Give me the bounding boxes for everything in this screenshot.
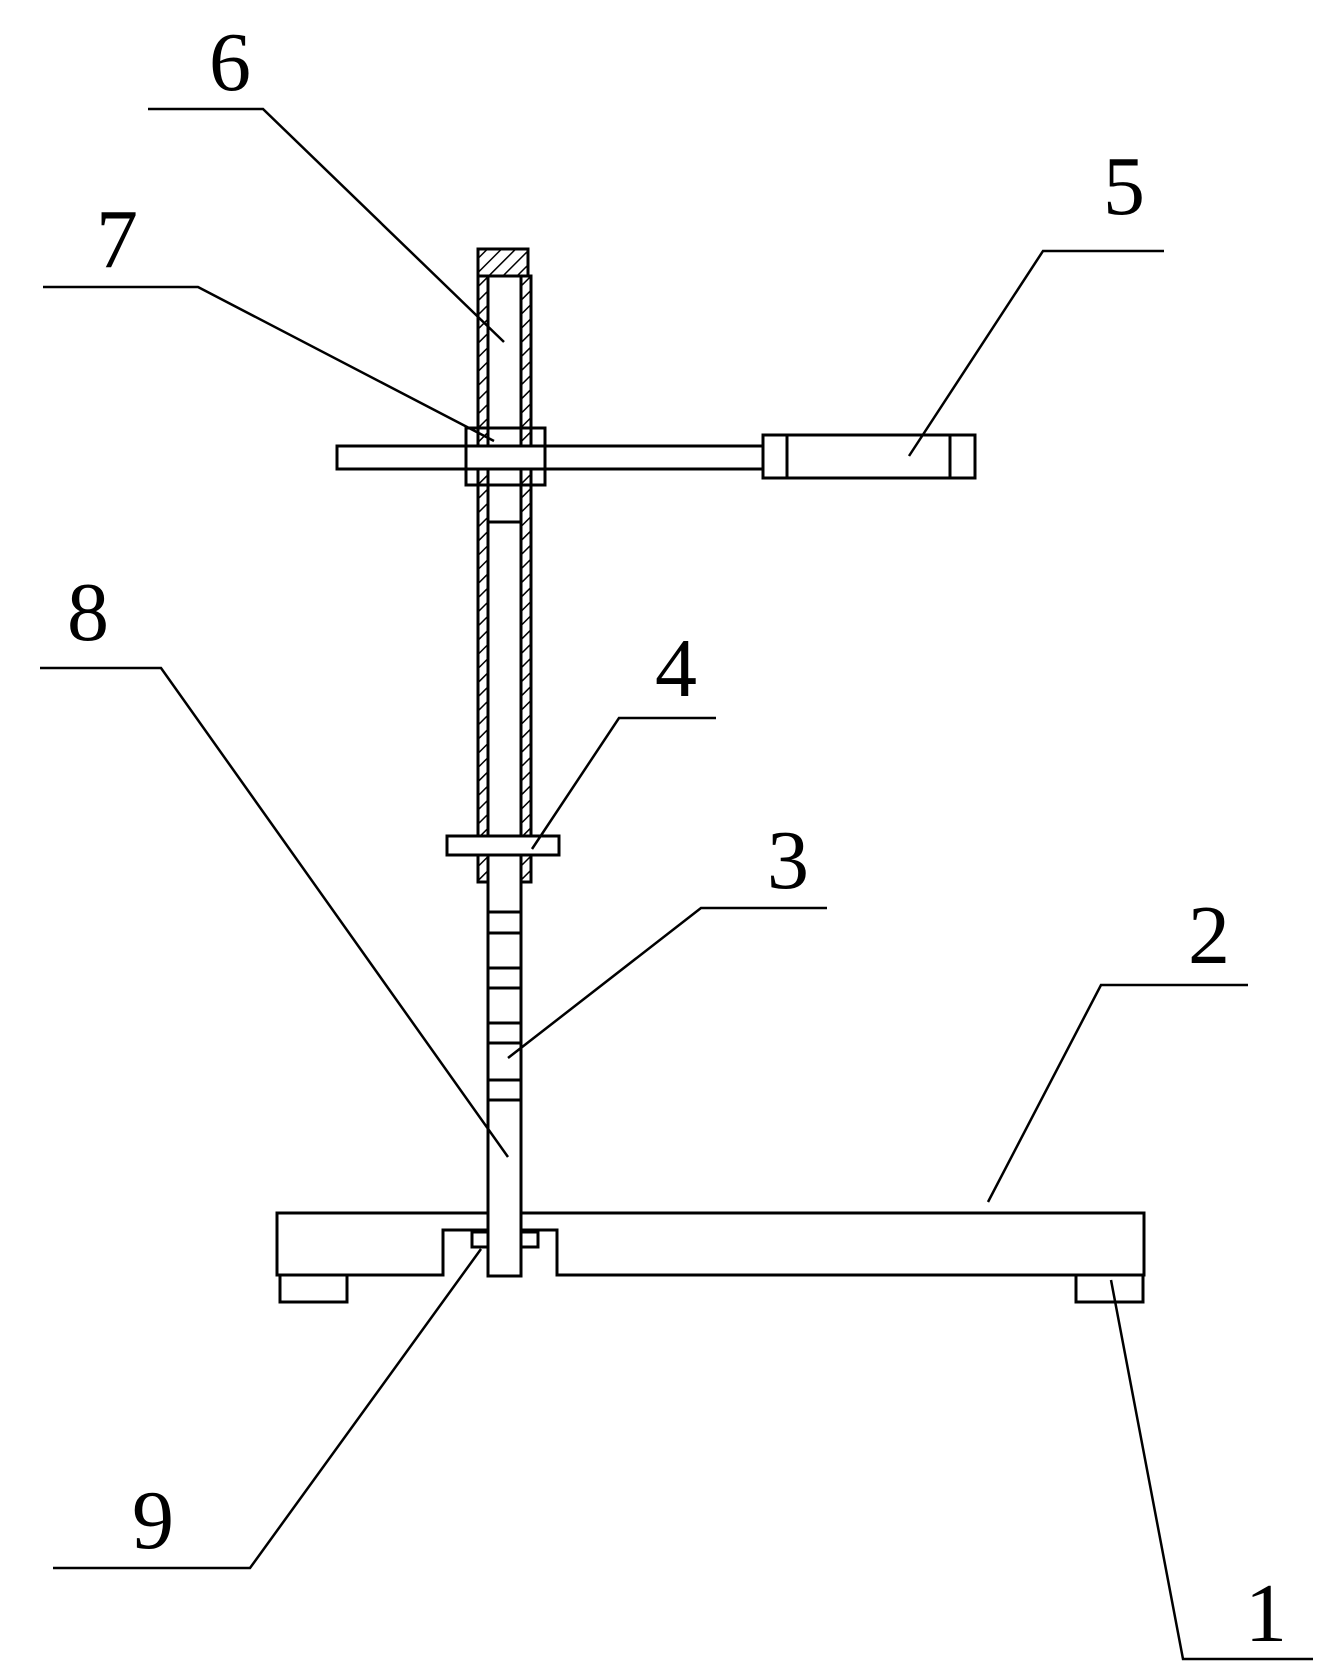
label-7: 7 [96, 193, 138, 286]
label-1: 1 [1245, 1567, 1287, 1660]
cylinder [761, 433, 977, 480]
inner-rod [486, 274, 523, 1278]
label-2: 2 [1188, 889, 1230, 982]
foot-right [1074, 1273, 1145, 1304]
label-8: 8 [67, 566, 109, 659]
label-9: 9 [132, 1474, 174, 1567]
clamp-collar [464, 426, 547, 487]
adjusting-nut [445, 834, 561, 857]
label-4: 4 [655, 622, 697, 715]
label-5: 5 [1103, 140, 1145, 233]
base-plate [275, 1211, 1146, 1277]
leader-lines [40, 107, 1313, 1661]
label-6: 6 [209, 16, 251, 109]
label-3: 3 [767, 814, 809, 907]
sleeve-tube [476, 247, 533, 884]
horizontal-arm [335, 444, 765, 471]
foot-left [278, 1273, 349, 1304]
thread-marks [488, 910, 521, 1102]
